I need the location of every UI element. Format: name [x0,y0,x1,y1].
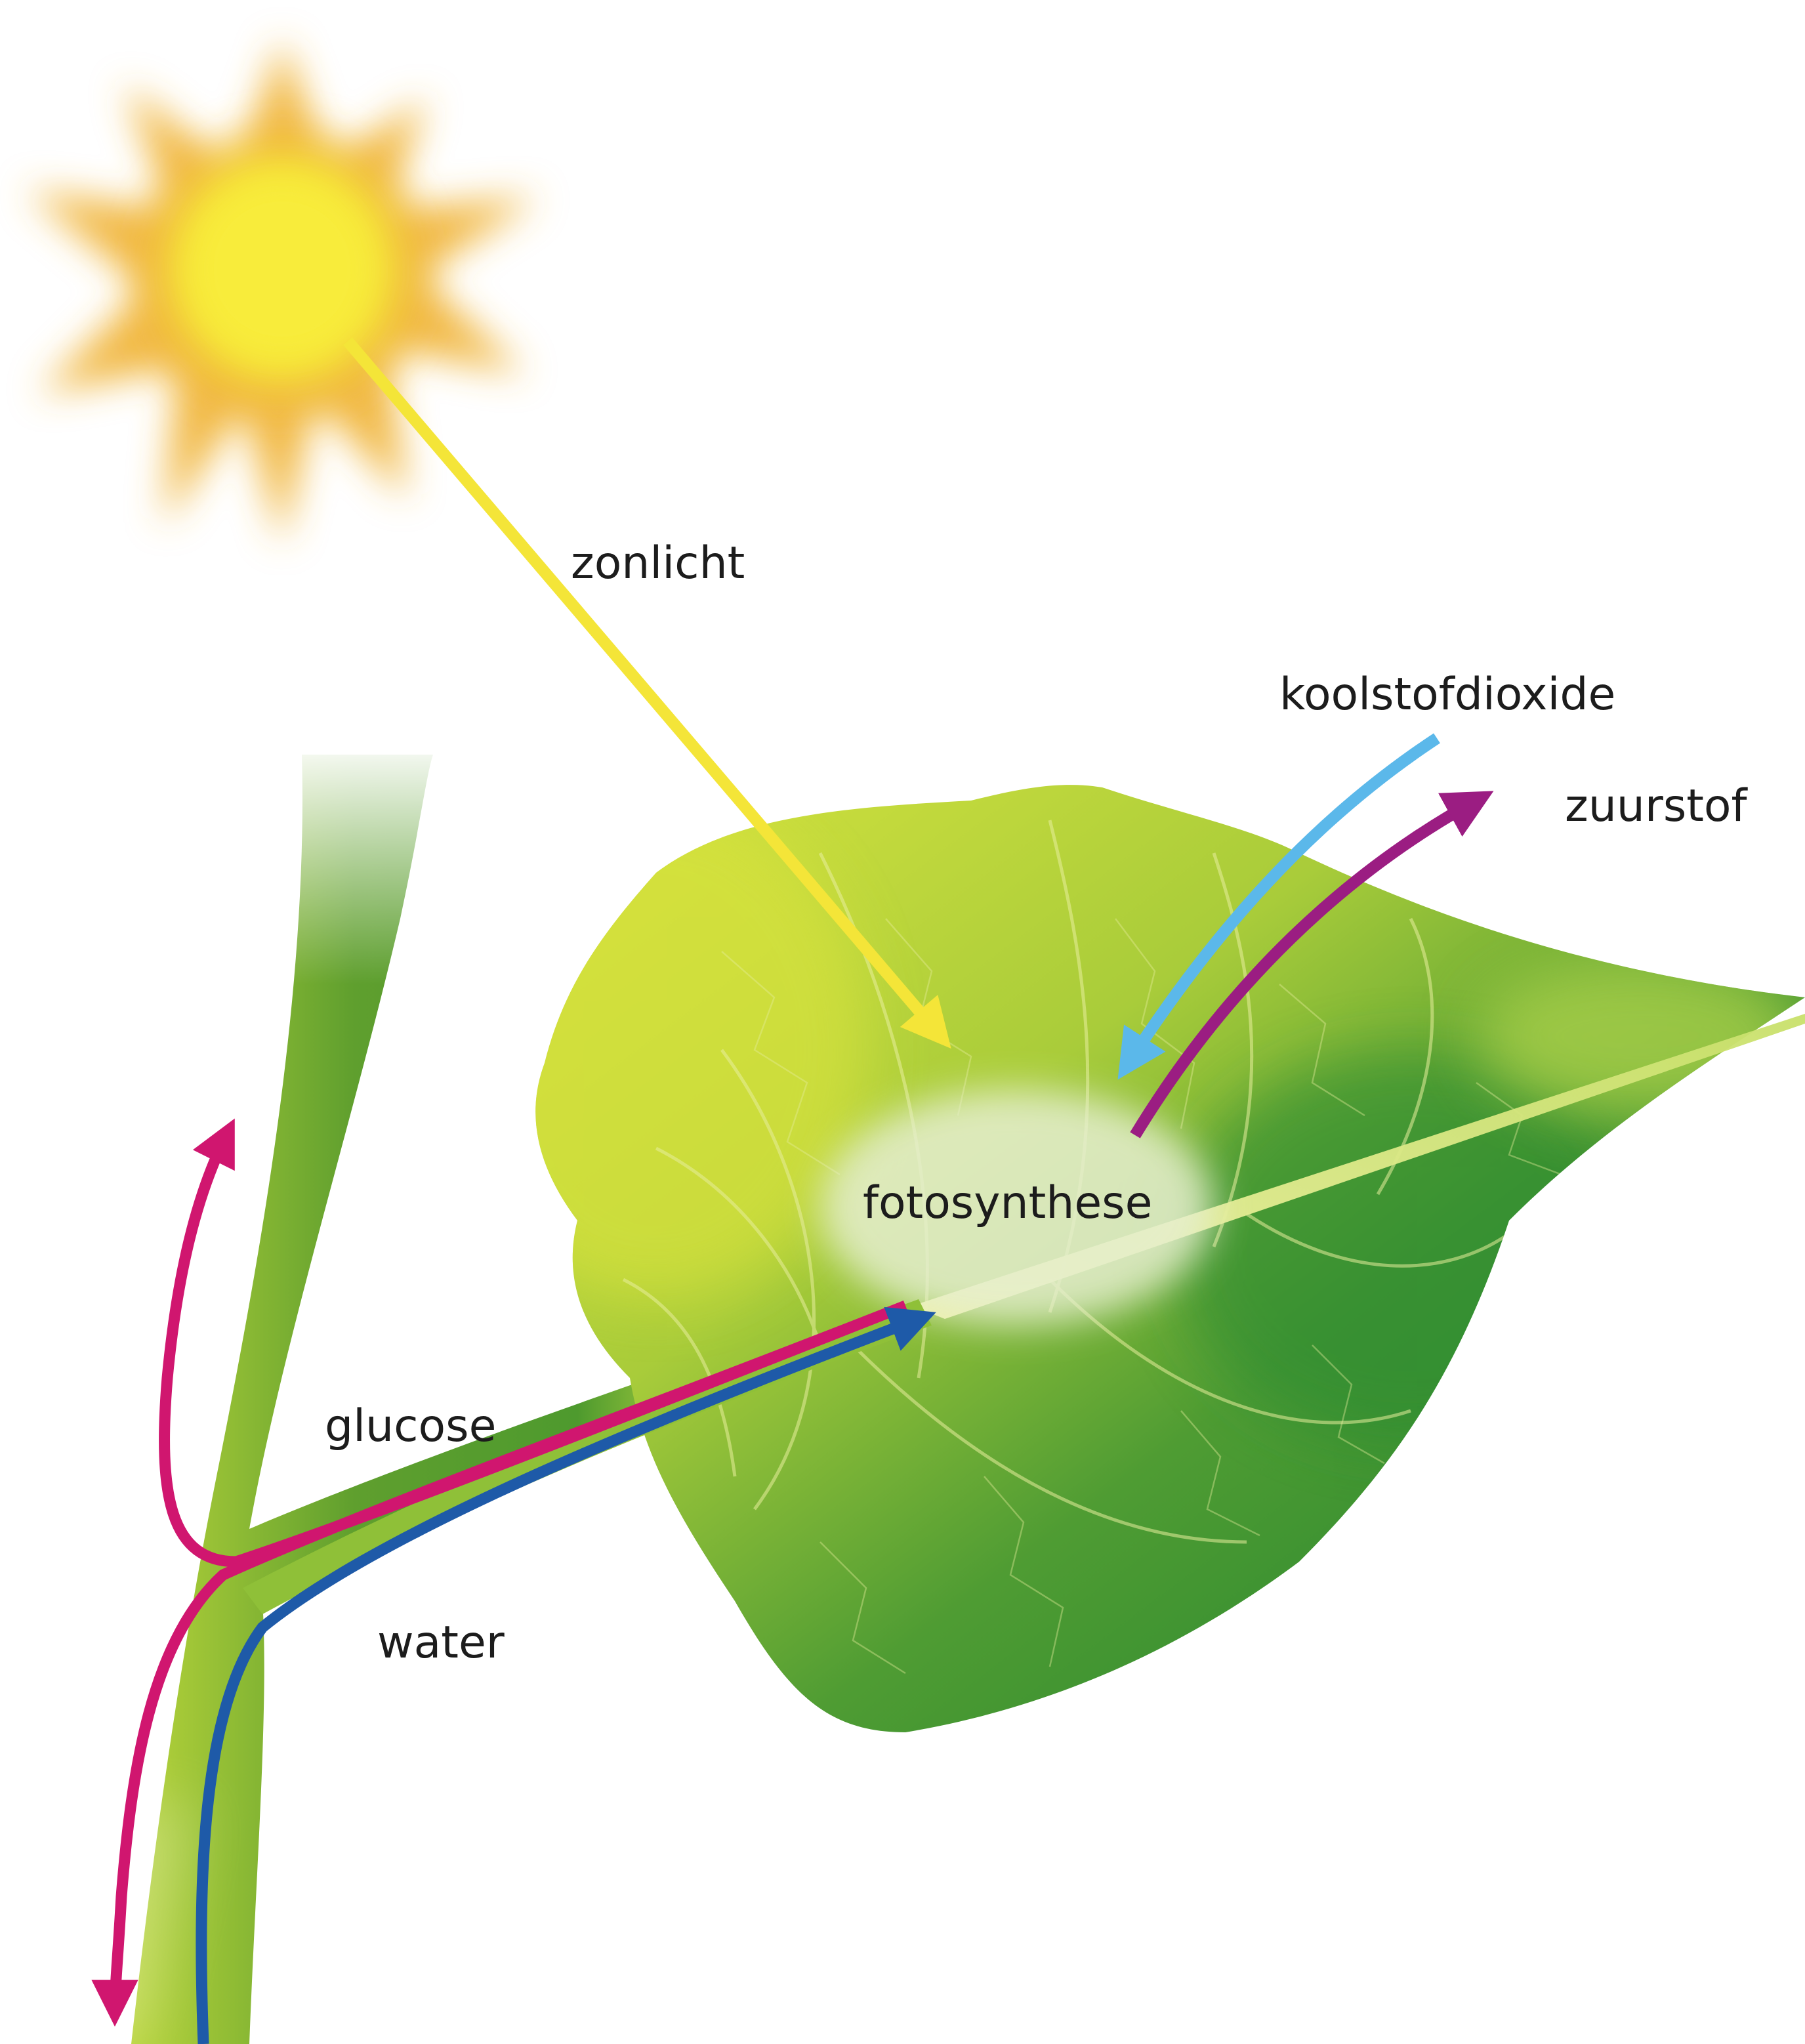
label-sunlight: zonlicht [571,541,745,586]
label-photosynthesis: fotosynthese [863,1181,1152,1226]
plant-stem [0,735,689,2044]
leaf [446,785,1805,1732]
label-water: water [377,1621,505,1665]
label-carbon-dioxide: koolstofdioxide [1279,673,1615,717]
label-glucose: glucose [325,1404,496,1449]
label-oxygen: zuurstof [1565,784,1747,829]
